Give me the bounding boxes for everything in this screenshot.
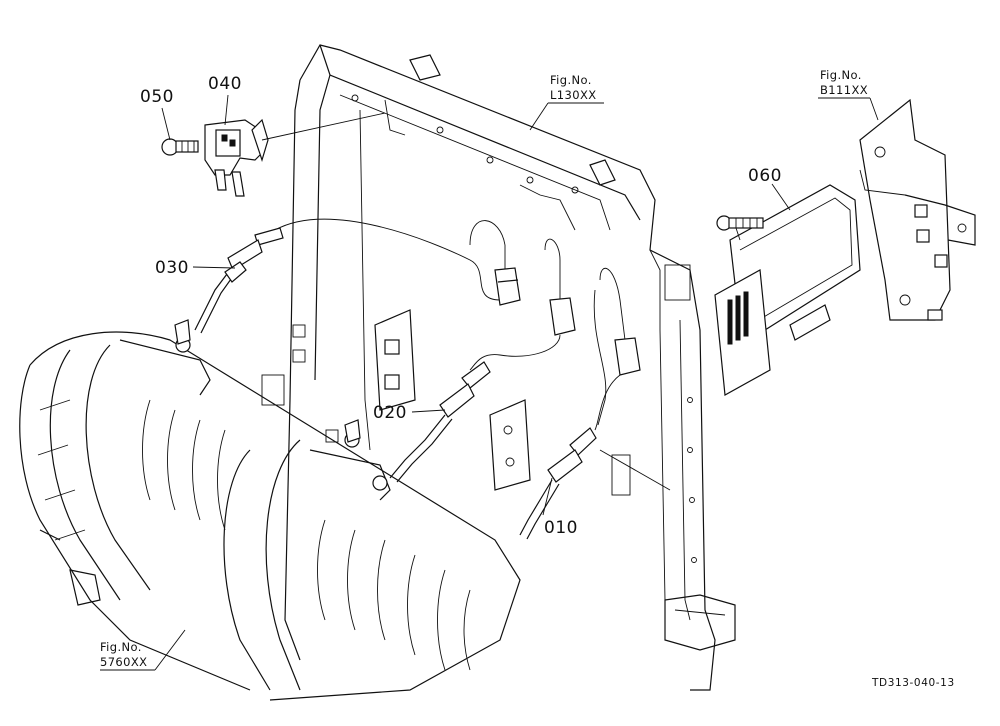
dpf-muffler — [19, 319, 521, 701]
sensor-harness — [274, 218, 671, 491]
figref-b111-line2: B111XX — [820, 83, 868, 97]
callout-020: 020 — [373, 403, 407, 423]
callout-010: 010 — [544, 518, 578, 538]
callout-030: 030 — [155, 258, 189, 278]
main-frame — [261, 44, 736, 691]
temperature-sensor-010 — [519, 427, 597, 540]
figref-b111-line1: Fig.No. — [820, 68, 862, 82]
leader-sensor-to-frame — [261, 112, 386, 141]
leader-lines — [100, 94, 879, 671]
callout-040: 040 — [208, 74, 242, 94]
callout-060: 060 — [748, 166, 782, 186]
callout-050: 050 — [140, 87, 174, 107]
temperature-sensor-030 — [194, 227, 284, 334]
ecu-060 — [714, 184, 861, 396]
pressure-sensor-040 — [204, 118, 269, 197]
temperature-sensor-020 — [389, 361, 491, 483]
drawing-code: TD313-040-13 — [871, 677, 955, 689]
ecu-bracket — [859, 98, 976, 321]
figref-5760-line1: Fig.No. — [100, 640, 142, 654]
figref-l130-line2: L130XX — [550, 88, 597, 102]
bolt-050 — [161, 138, 199, 156]
figref-5760-line2: 5760XX — [100, 655, 147, 669]
figref-l130-line1: Fig.No. — [550, 73, 592, 87]
